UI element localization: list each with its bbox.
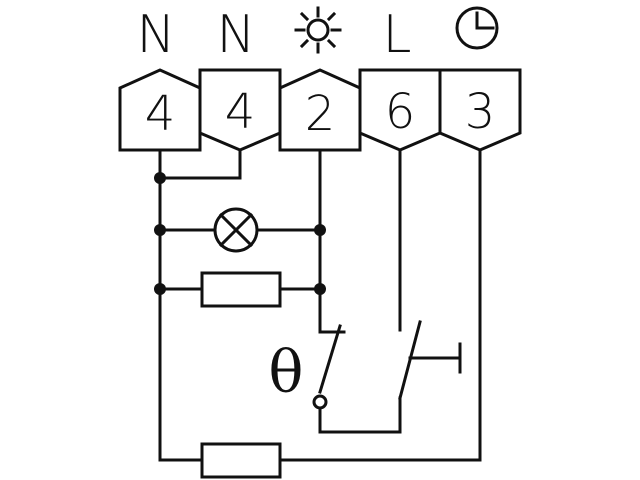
bottom-resistor: [200, 442, 282, 479]
junction-dot-4: [154, 283, 166, 295]
terminal-block-2: 4: [198, 68, 282, 152]
theta-label: θ: [269, 338, 304, 406]
terminal-block-3: 2: [278, 68, 362, 152]
middle-resistor: [200, 271, 282, 308]
thermal-switch-return-wire: [318, 396, 402, 434]
junction-dot-3: [314, 224, 326, 236]
junction-dot-5: [314, 283, 326, 295]
junction-dot-2: [154, 224, 166, 236]
neutral-bridge-wire: [158, 148, 242, 180]
timer-switch-blade: [398, 320, 422, 400]
thermal-switch-blade: [318, 324, 342, 394]
lamp-icon: [213, 207, 259, 253]
junction-dot-1: [154, 172, 166, 184]
terminal-number-4: 6: [385, 84, 416, 140]
terminal-block-4: 6: [358, 68, 442, 152]
thermal-switch-contact: [312, 394, 328, 410]
sun-icon: [294, 6, 342, 54]
terminal-number-5: 3: [465, 84, 496, 140]
line-label: L: [383, 5, 412, 65]
clock-icon: [455, 6, 499, 50]
neutral-label-2: N: [217, 5, 256, 65]
terminal-block-1: 4: [118, 68, 202, 152]
terminal-number-2: 4: [225, 84, 256, 140]
neutral-label-1: N: [137, 5, 176, 65]
terminal-block-5: 3: [438, 68, 522, 152]
terminal-number-1: 4: [145, 86, 176, 142]
terminal-number-3: 2: [305, 86, 336, 142]
